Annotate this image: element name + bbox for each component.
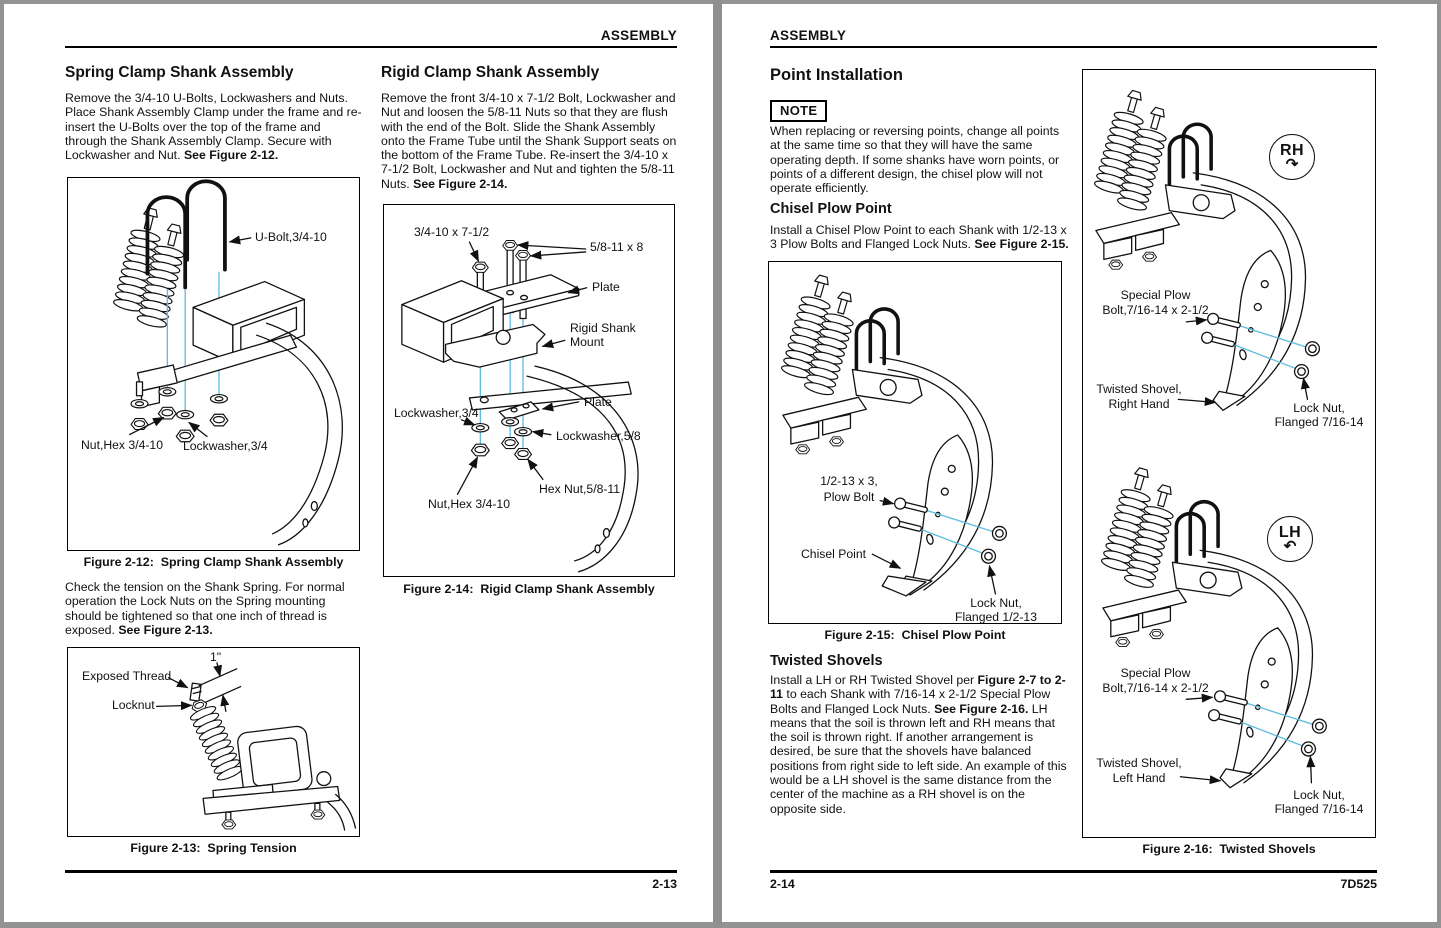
spring-clamp-paragraph: Remove the 3/4-10 U-Bolts, Lockwashers a… bbox=[65, 91, 365, 162]
figure-2-12-drawing bbox=[68, 179, 343, 546]
paragraph-text: LH means that the soil is thrown left an… bbox=[770, 701, 1067, 816]
fig15-label-chisel-point: Chisel Point bbox=[801, 547, 867, 561]
clockwise-arrow-icon: ↷ bbox=[1285, 156, 1299, 173]
paragraph-text: to each Shank with 7/16-14 x 2-1/2 Speci… bbox=[770, 687, 1051, 716]
footer-rule bbox=[770, 870, 1377, 873]
figure-2-13-drawing bbox=[155, 662, 357, 831]
fig16-lh-label-special-line2: Bolt,7/16-14 x 2-1/2 bbox=[1102, 681, 1209, 695]
figure-2-12: U-Bolt,3/4-10 Nut,Hex 3/4-10 Lockwasher,… bbox=[67, 177, 360, 551]
fig16-rh-label-special-line1: Special Plow bbox=[1120, 288, 1191, 302]
paragraph-text: Check the tension on the Shank Spring. F… bbox=[65, 580, 345, 637]
fig14-label-plate-bottom: Plate bbox=[584, 395, 612, 409]
note-paragraph: When replacing or reversing points, chan… bbox=[770, 124, 1060, 196]
fig16-rh-label-lock-nut-line1: Lock Nut, bbox=[1293, 401, 1345, 415]
figure-reference: See Figure 2-12. bbox=[183, 148, 279, 163]
fig12-label-u-bolt: U-Bolt,3/4-10 bbox=[255, 230, 327, 244]
footer-rule bbox=[65, 870, 677, 873]
figure-2-13-caption: Figure 2-13: Spring Tension bbox=[130, 841, 297, 855]
fig16-rh-label-special-line2: Bolt,7/16-14 x 2-1/2 bbox=[1102, 303, 1209, 317]
figure-2-13: Exposed Thread Locknut 1" bbox=[67, 647, 360, 837]
fig15-label-plow-bolt-line2: Plow Bolt bbox=[823, 490, 875, 504]
figure-2-12-caption: Figure 2-12: Spring Clamp Shank Assembly bbox=[83, 555, 344, 569]
figure-reference: Figure 2-7 to 2-11 bbox=[770, 673, 1066, 702]
section-title-chisel-plow-point: Chisel Plow Point bbox=[770, 201, 892, 217]
fig14-label-bolts-58: 5/8-11 x 8 bbox=[590, 240, 644, 254]
paragraph-text: Install a LH or RH Twisted Shovel per bbox=[770, 673, 978, 687]
page-gutter bbox=[713, 0, 722, 928]
figure-reference: See Figure 2-13. bbox=[118, 622, 213, 637]
fig15-label-lock-nut-line1: Lock Nut, bbox=[970, 596, 1022, 610]
page-header: ASSEMBLY bbox=[770, 28, 847, 43]
left-hand-badge: LH ↶ bbox=[1267, 516, 1313, 562]
header-rule bbox=[770, 46, 1377, 48]
section-title-spring-clamp: Spring Clamp Shank Assembly bbox=[65, 64, 294, 81]
fig14-label-nut-hex-34: Nut,Hex 3/4-10 bbox=[428, 497, 510, 511]
page-header: ASSEMBLY bbox=[600, 28, 677, 43]
paragraph-text: Remove the 3/4-10 U-Bolts, Lockwashers a… bbox=[65, 91, 362, 163]
rh-badge-label: RH bbox=[1279, 142, 1305, 159]
fig16-lh-label-lock-nut-line1: Lock Nut, bbox=[1293, 788, 1345, 802]
manual-page-left: ASSEMBLY Spring Clamp Shank Assembly Rem… bbox=[4, 4, 713, 922]
figure-2-14-caption: Figure 2-14: Rigid Clamp Shank Assembly bbox=[403, 582, 655, 596]
page-number: 2-13 bbox=[652, 877, 677, 891]
section-title-point-installation: Point Installation bbox=[770, 66, 903, 84]
fig16-rh-label-shovel-line2: Right Hand bbox=[1108, 397, 1170, 411]
fig12-label-nut-hex: Nut,Hex 3/4-10 bbox=[81, 438, 163, 452]
manual-page-right: ASSEMBLY Point Installation NOTE When re… bbox=[722, 4, 1437, 922]
fig14-label-plate-top: Plate bbox=[592, 280, 620, 294]
fig16-lh-label-lock-nut-line2: Flanged 7/16-14 bbox=[1274, 802, 1364, 816]
paragraph-text: Remove the front 3/4-10 x 7-1/2 Bolt, Lo… bbox=[381, 91, 677, 191]
fig15-label-lock-nut-line2: Flanged 1/2-13 bbox=[955, 610, 1037, 624]
fig14-label-bolt-long: 3/4-10 x 7-1/2 bbox=[414, 225, 490, 239]
page-number: 2-14 bbox=[770, 877, 795, 891]
fig14-label-lockwasher-58: Lockwasher,5/8 bbox=[556, 429, 641, 443]
figure-reference: See Figure 2-16. bbox=[934, 701, 1029, 716]
spring-tension-paragraph: Check the tension on the Shank Spring. F… bbox=[65, 580, 365, 637]
counterclockwise-arrow-icon: ↶ bbox=[1283, 538, 1297, 555]
section-title-rigid-clamp: Rigid Clamp Shank Assembly bbox=[381, 64, 600, 81]
fig13-label-locknut: Locknut bbox=[112, 698, 155, 712]
rigid-clamp-paragraph: Remove the front 3/4-10 x 7-1/2 Bolt, Lo… bbox=[381, 91, 681, 191]
lh-badge-label: LH bbox=[1278, 524, 1302, 541]
figure-2-14-drawing bbox=[401, 240, 639, 573]
fig16-lh-label-shovel-line2: Left Hand bbox=[1112, 771, 1166, 785]
chisel-point-paragraph: Install a Chisel Plow Point to each Shan… bbox=[770, 223, 1072, 252]
fig14-label-mount-line1: Rigid Shank bbox=[570, 321, 636, 335]
fig15-label-plow-bolt-line1: 1/2-13 x 3, bbox=[820, 474, 878, 488]
note-badge: NOTE bbox=[770, 100, 828, 122]
figure-2-15: 1/2-13 x 3, Plow Bolt Chisel Point Lock … bbox=[768, 261, 1062, 624]
figure-reference: See Figure 2-15. bbox=[974, 237, 1069, 252]
header-rule bbox=[65, 46, 677, 48]
fig14-label-lockwasher-34: Lockwasher,3/4 bbox=[394, 406, 479, 420]
fig13-label-one-inch: 1" bbox=[210, 650, 222, 664]
fig16-rh-label-lock-nut-line2: Flanged 7/16-14 bbox=[1274, 415, 1364, 429]
section-title-twisted-shovels: Twisted Shovels bbox=[770, 653, 883, 669]
figure-2-15-caption: Figure 2-15: Chisel Plow Point bbox=[824, 628, 1006, 642]
twisted-shovels-paragraph: Install a LH or RH Twisted Shovel per Fi… bbox=[770, 673, 1074, 816]
figure-2-16-drawing bbox=[1083, 70, 1375, 837]
figure-2-15-drawing bbox=[769, 262, 1061, 597]
document-number: 7D525 bbox=[1340, 877, 1377, 891]
fig16-rh-label-shovel-line1: Twisted Shovel, bbox=[1096, 382, 1182, 396]
fig16-lh-label-special-line1: Special Plow bbox=[1120, 666, 1191, 680]
fig14-label-hex-nut-58: Hex Nut,5/8-11 bbox=[539, 482, 621, 496]
fig13-label-exposed-thread: Exposed Thread bbox=[82, 669, 172, 683]
paragraph-text: Install a Chisel Plow Point to each Shan… bbox=[770, 223, 1067, 252]
fig14-label-mount-line2: Mount bbox=[570, 335, 604, 349]
figure-2-16-caption: Figure 2-16: Twisted Shovels bbox=[1142, 842, 1316, 856]
fig12-label-lockwasher: Lockwasher,3/4 bbox=[183, 439, 268, 453]
fig16-lh-label-shovel-line1: Twisted Shovel, bbox=[1096, 756, 1182, 770]
figure-2-14: 3/4-10 x 7-1/2 5/8-11 x 8 Plate Rigid Sh… bbox=[383, 204, 675, 577]
right-hand-badge: RH ↷ bbox=[1269, 134, 1315, 180]
figure-2-16: RH ↷ Special Plow Bolt,7/16-14 x 2-1/2 T… bbox=[1082, 69, 1376, 838]
figure-reference: See Figure 2-14. bbox=[413, 176, 508, 191]
